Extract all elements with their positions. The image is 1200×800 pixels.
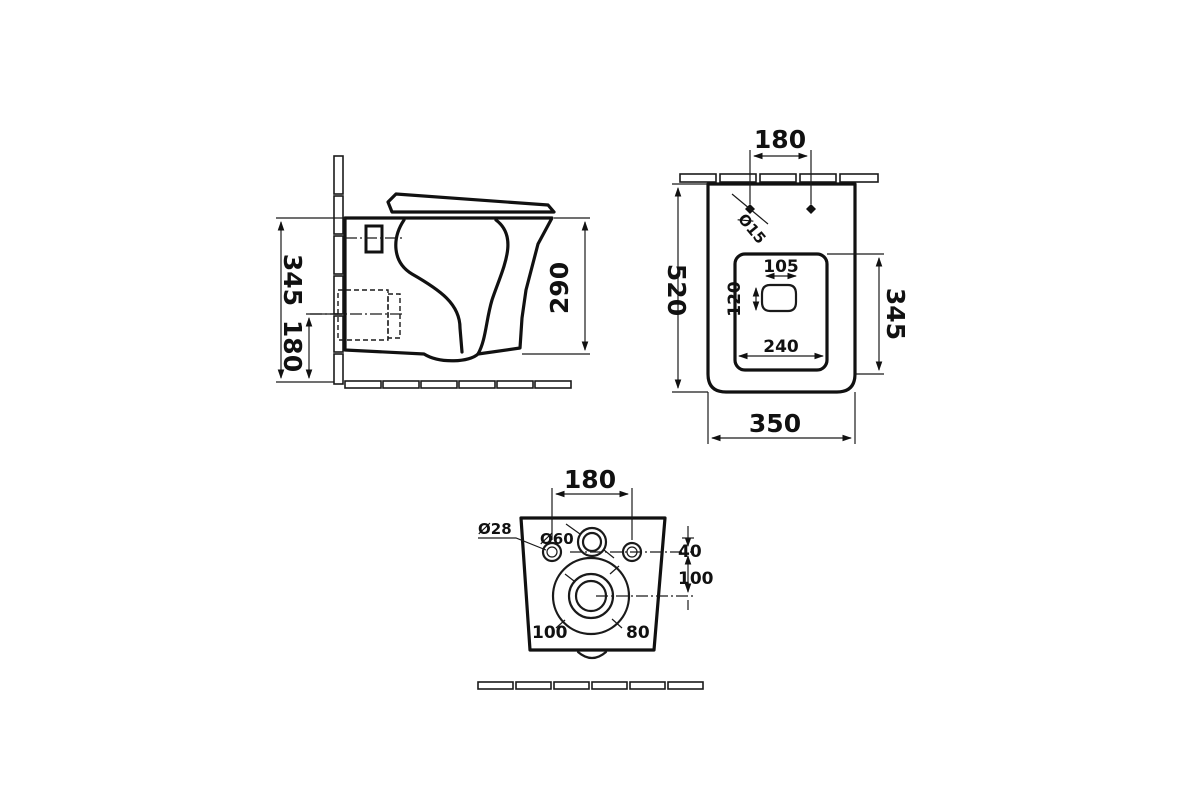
dim-180-side: 180 bbox=[278, 313, 338, 379]
dim-120-label: 120 bbox=[725, 281, 745, 317]
dim-80-label: 80 bbox=[626, 623, 650, 643]
dim-100-left-label: 100 bbox=[532, 623, 568, 643]
dim-345-top: 345 bbox=[827, 253, 910, 375]
dim-520-top: 520 bbox=[662, 183, 708, 393]
back-body-outline bbox=[519, 516, 667, 652]
dim-100-right-back: 100 bbox=[678, 555, 714, 610]
dim-345-top-label: 345 bbox=[881, 288, 910, 340]
dim-40-back: 40 bbox=[678, 526, 702, 562]
dim-290-side: 290 bbox=[522, 217, 590, 355]
dim-d28-back: Ø28 bbox=[478, 520, 547, 551]
dim-345-side-label: 345 bbox=[278, 254, 307, 306]
back-foot bbox=[576, 650, 608, 660]
back-fixing-holes bbox=[541, 541, 643, 563]
dim-180-top: 180 bbox=[749, 125, 812, 204]
dim-180-back-label: 180 bbox=[564, 465, 616, 494]
back-outlet bbox=[551, 556, 631, 636]
back-floor bbox=[477, 681, 704, 690]
back-inlet bbox=[565, 523, 615, 559]
dim-350-top: 350 bbox=[707, 392, 856, 444]
side-view: 345 180 290 bbox=[276, 155, 590, 389]
water-inlet bbox=[345, 224, 402, 254]
trap-curve bbox=[394, 218, 510, 356]
dim-d28-label: Ø28 bbox=[478, 520, 512, 538]
dim-100-right-label: 100 bbox=[678, 569, 714, 589]
dim-345-side: 345 bbox=[276, 217, 345, 383]
bowl-outline bbox=[343, 216, 554, 363]
dim-350-top-label: 350 bbox=[749, 409, 801, 438]
back-view: 180 Ø28 Ø60 40 100 100 80 bbox=[477, 465, 714, 690]
top-view: 180 Ø15 520 105 120 240 345 350 bbox=[662, 125, 910, 444]
top-wall bbox=[679, 173, 879, 183]
top-bowl-rim bbox=[733, 252, 829, 372]
dim-240-label: 240 bbox=[763, 337, 799, 357]
top-fixing-holes bbox=[731, 193, 816, 225]
dim-290-side-label: 290 bbox=[545, 262, 574, 314]
dim-d60-label: Ø60 bbox=[540, 530, 574, 548]
waste-pipe bbox=[310, 289, 404, 341]
dim-d15-label: Ø15 bbox=[734, 210, 769, 247]
dim-180-back: 180 bbox=[551, 465, 633, 540]
dim-105-label: 105 bbox=[763, 257, 799, 277]
top-body-outline bbox=[706, 182, 857, 394]
dim-520-top-label: 520 bbox=[662, 264, 691, 316]
seat-lid bbox=[386, 192, 556, 214]
dim-240-top: 240 bbox=[738, 337, 824, 360]
top-drain bbox=[760, 283, 798, 313]
side-floor bbox=[344, 380, 572, 389]
side-wall bbox=[333, 155, 344, 385]
dim-180-top-label: 180 bbox=[754, 125, 806, 154]
dim-180-side-label: 180 bbox=[278, 320, 307, 372]
dim-40-label: 40 bbox=[678, 542, 702, 562]
